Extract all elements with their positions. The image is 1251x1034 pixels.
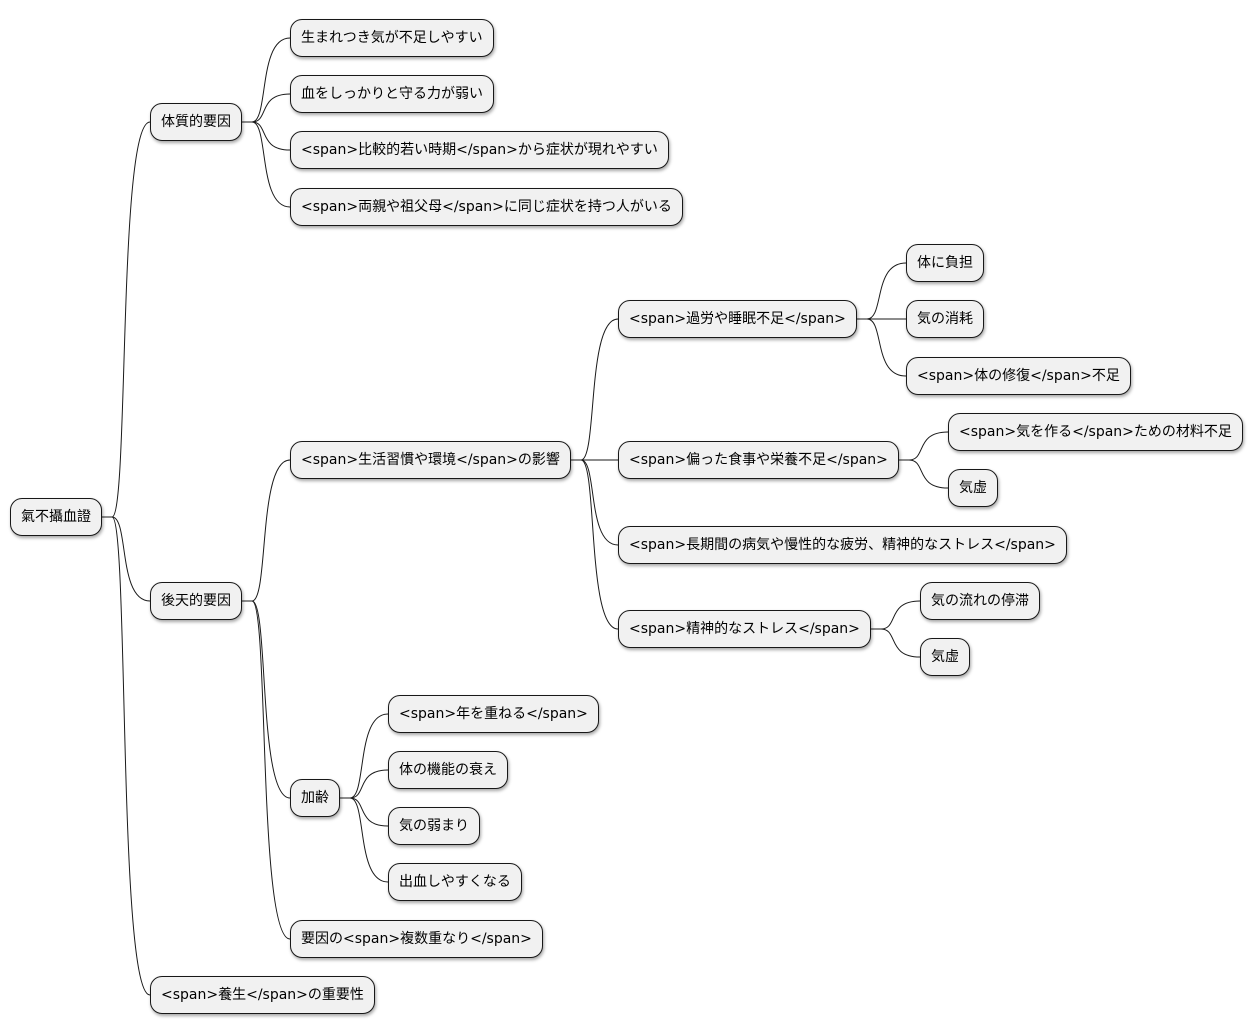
stress-node: <span>精神的なストレス</span> <box>618 610 871 648</box>
connector-line <box>857 318 907 377</box>
connector-line <box>242 459 291 602</box>
aging-item-node: 体の機能の衰え <box>388 751 508 789</box>
overwork-item-node: 体に負担 <box>906 244 984 282</box>
connector-line <box>242 600 291 799</box>
connector-line <box>571 318 619 461</box>
connector-line <box>871 600 921 630</box>
connector-line <box>871 628 921 658</box>
connector-line <box>899 431 949 461</box>
overwork-node: <span>過労や睡眠不足</span> <box>618 300 857 338</box>
aging-item-node: <span>年を重ねる</span> <box>388 695 599 733</box>
care-importance-node: <span>養生</span>の重要性 <box>150 976 375 1014</box>
constitutional-item-node: <span>比較的若い時期</span>から症状が現れやすい <box>290 131 669 169</box>
diet-item-node: 気虚 <box>948 469 998 507</box>
connector-line <box>102 516 151 602</box>
connector-line <box>242 121 291 151</box>
connector-line <box>102 121 151 518</box>
connector-line <box>571 459 619 546</box>
constitutional-item-node: 生まれつき気が不足しやすい <box>290 19 494 57</box>
stress-item-node: 気虚 <box>920 638 970 676</box>
connector-line <box>340 769 389 799</box>
connector-line <box>340 797 389 883</box>
connector-line <box>340 713 389 799</box>
constitutional-item-node: <span>両親や祖父母</span>に同じ症状を持つ人がいる <box>290 188 683 226</box>
aging-item-node: 気の弱まり <box>388 807 480 845</box>
connector-line <box>242 121 291 208</box>
overwork-item-node: <span>体の修復</span>不足 <box>906 357 1131 395</box>
connector-line <box>242 37 291 123</box>
connector-line <box>571 459 619 630</box>
acquired-factors-node: 後天的要因 <box>150 582 242 620</box>
lifestyle-node: <span>生活習慣や環境</span>の影響 <box>290 441 571 479</box>
connector-line <box>899 459 949 489</box>
connector-line <box>340 797 389 827</box>
connector-line <box>857 262 907 320</box>
aging-item-node: 出血しやすくなる <box>388 863 522 901</box>
constitutional-item-node: 血をしっかりと守る力が弱い <box>290 75 494 113</box>
diet-item-node: <span>気を作る</span>ための材料不足 <box>948 413 1243 451</box>
connector-line <box>102 516 151 996</box>
root-node: 氣不攝血證 <box>10 498 102 536</box>
constitutional-factors-node: 体質的要因 <box>150 103 242 141</box>
aging-node: 加齢 <box>290 779 340 817</box>
connector-line <box>242 600 291 940</box>
stress-item-node: 気の流れの停滞 <box>920 582 1040 620</box>
multiple-factors-node: 要因の<span>複数重なり</span> <box>290 920 543 958</box>
overwork-item-node: 気の消耗 <box>906 300 984 338</box>
connector-line <box>242 93 291 123</box>
diet-node: <span>偏った食事や栄養不足</span> <box>618 441 899 479</box>
chronic-node: <span>長期間の病気や慢性的な疲労、精神的なストレス</span> <box>618 526 1067 564</box>
